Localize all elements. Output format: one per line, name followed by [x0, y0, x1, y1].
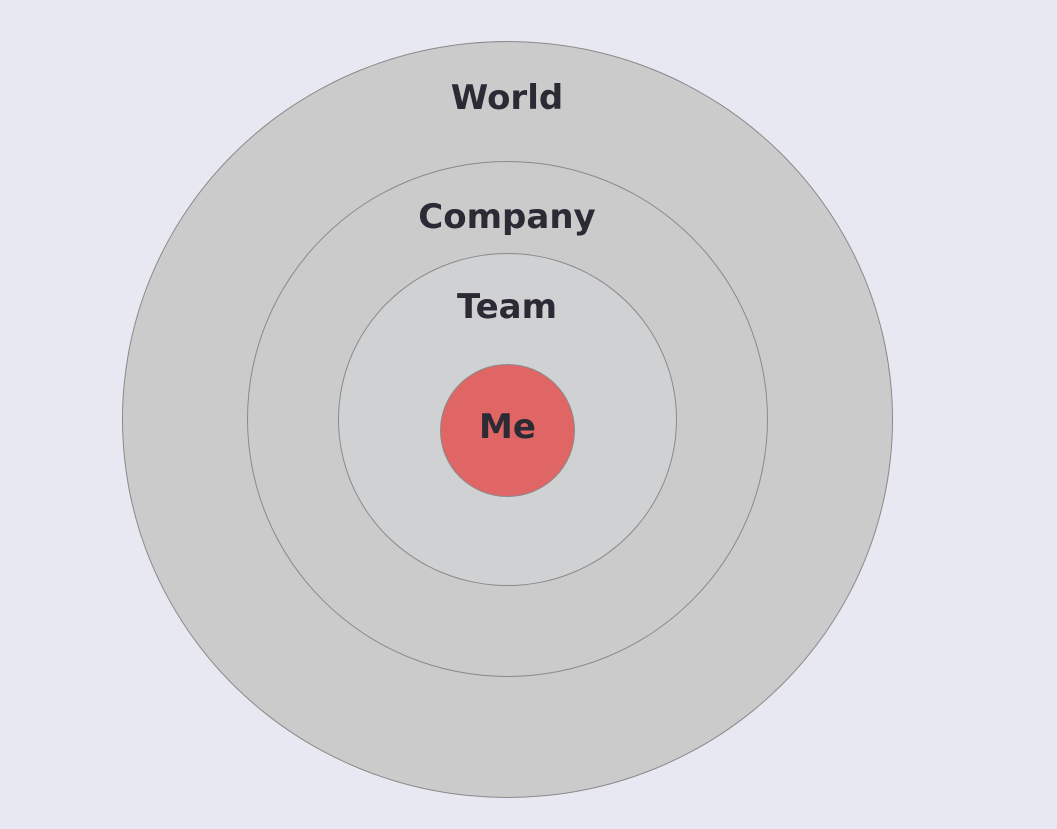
- team-label: Team: [456, 287, 558, 327]
- me-circle: [440, 364, 575, 497]
- world-label: World: [450, 78, 564, 118]
- me-label: Me: [479, 407, 536, 447]
- company-label: Company: [418, 197, 596, 237]
